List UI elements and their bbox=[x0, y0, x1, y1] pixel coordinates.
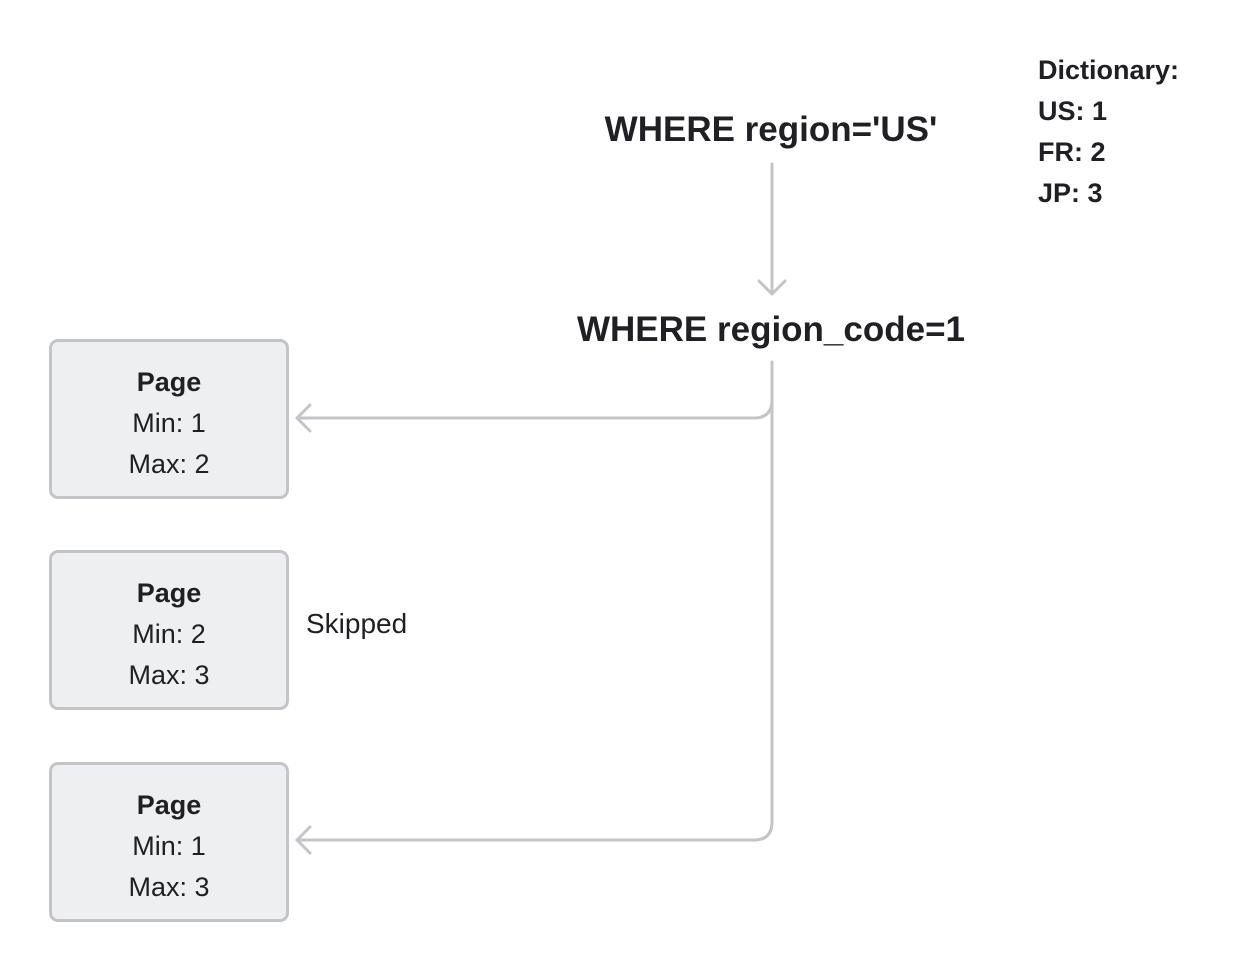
page-max: Max: 2 bbox=[128, 449, 210, 479]
page-min: Min: 1 bbox=[132, 408, 206, 438]
dictionary-title: Dictionary: bbox=[1038, 55, 1180, 85]
page-box: Page Min: 1 Max: 3 bbox=[49, 762, 289, 922]
page-min: Min: 1 bbox=[132, 831, 206, 861]
page-title: Page bbox=[136, 790, 202, 820]
skipped-label: Skipped bbox=[306, 608, 408, 639]
arrow-to-page-1-head bbox=[295, 403, 312, 433]
page-title: Page bbox=[136, 578, 202, 608]
page-title: Page bbox=[136, 367, 202, 397]
page-max: Max: 3 bbox=[128, 872, 210, 902]
page-box: Page Min: 1 Max: 2 bbox=[49, 339, 289, 499]
dictionary-entry: US: 1 bbox=[1038, 96, 1108, 126]
original-query: WHERE region='US' bbox=[604, 110, 938, 149]
dictionary-legend: Dictionary: US: 1 FR: 2 JP: 3 bbox=[1038, 50, 1179, 214]
arrow-to-page-3 bbox=[295, 398, 774, 842]
translate-arrowhead bbox=[757, 279, 787, 296]
rewritten-query: WHERE region_code=1 bbox=[576, 310, 965, 349]
page-max: Max: 3 bbox=[128, 660, 210, 690]
page-min: Min: 2 bbox=[132, 619, 206, 649]
page-box: Page Min: 2 Max: 3 bbox=[49, 550, 289, 710]
dictionary-entry: JP: 3 bbox=[1038, 178, 1103, 208]
dictionary-entry: FR: 2 bbox=[1038, 137, 1106, 167]
arrow-to-page-3-head bbox=[295, 825, 312, 855]
arrow-to-page-1 bbox=[295, 360, 774, 420]
